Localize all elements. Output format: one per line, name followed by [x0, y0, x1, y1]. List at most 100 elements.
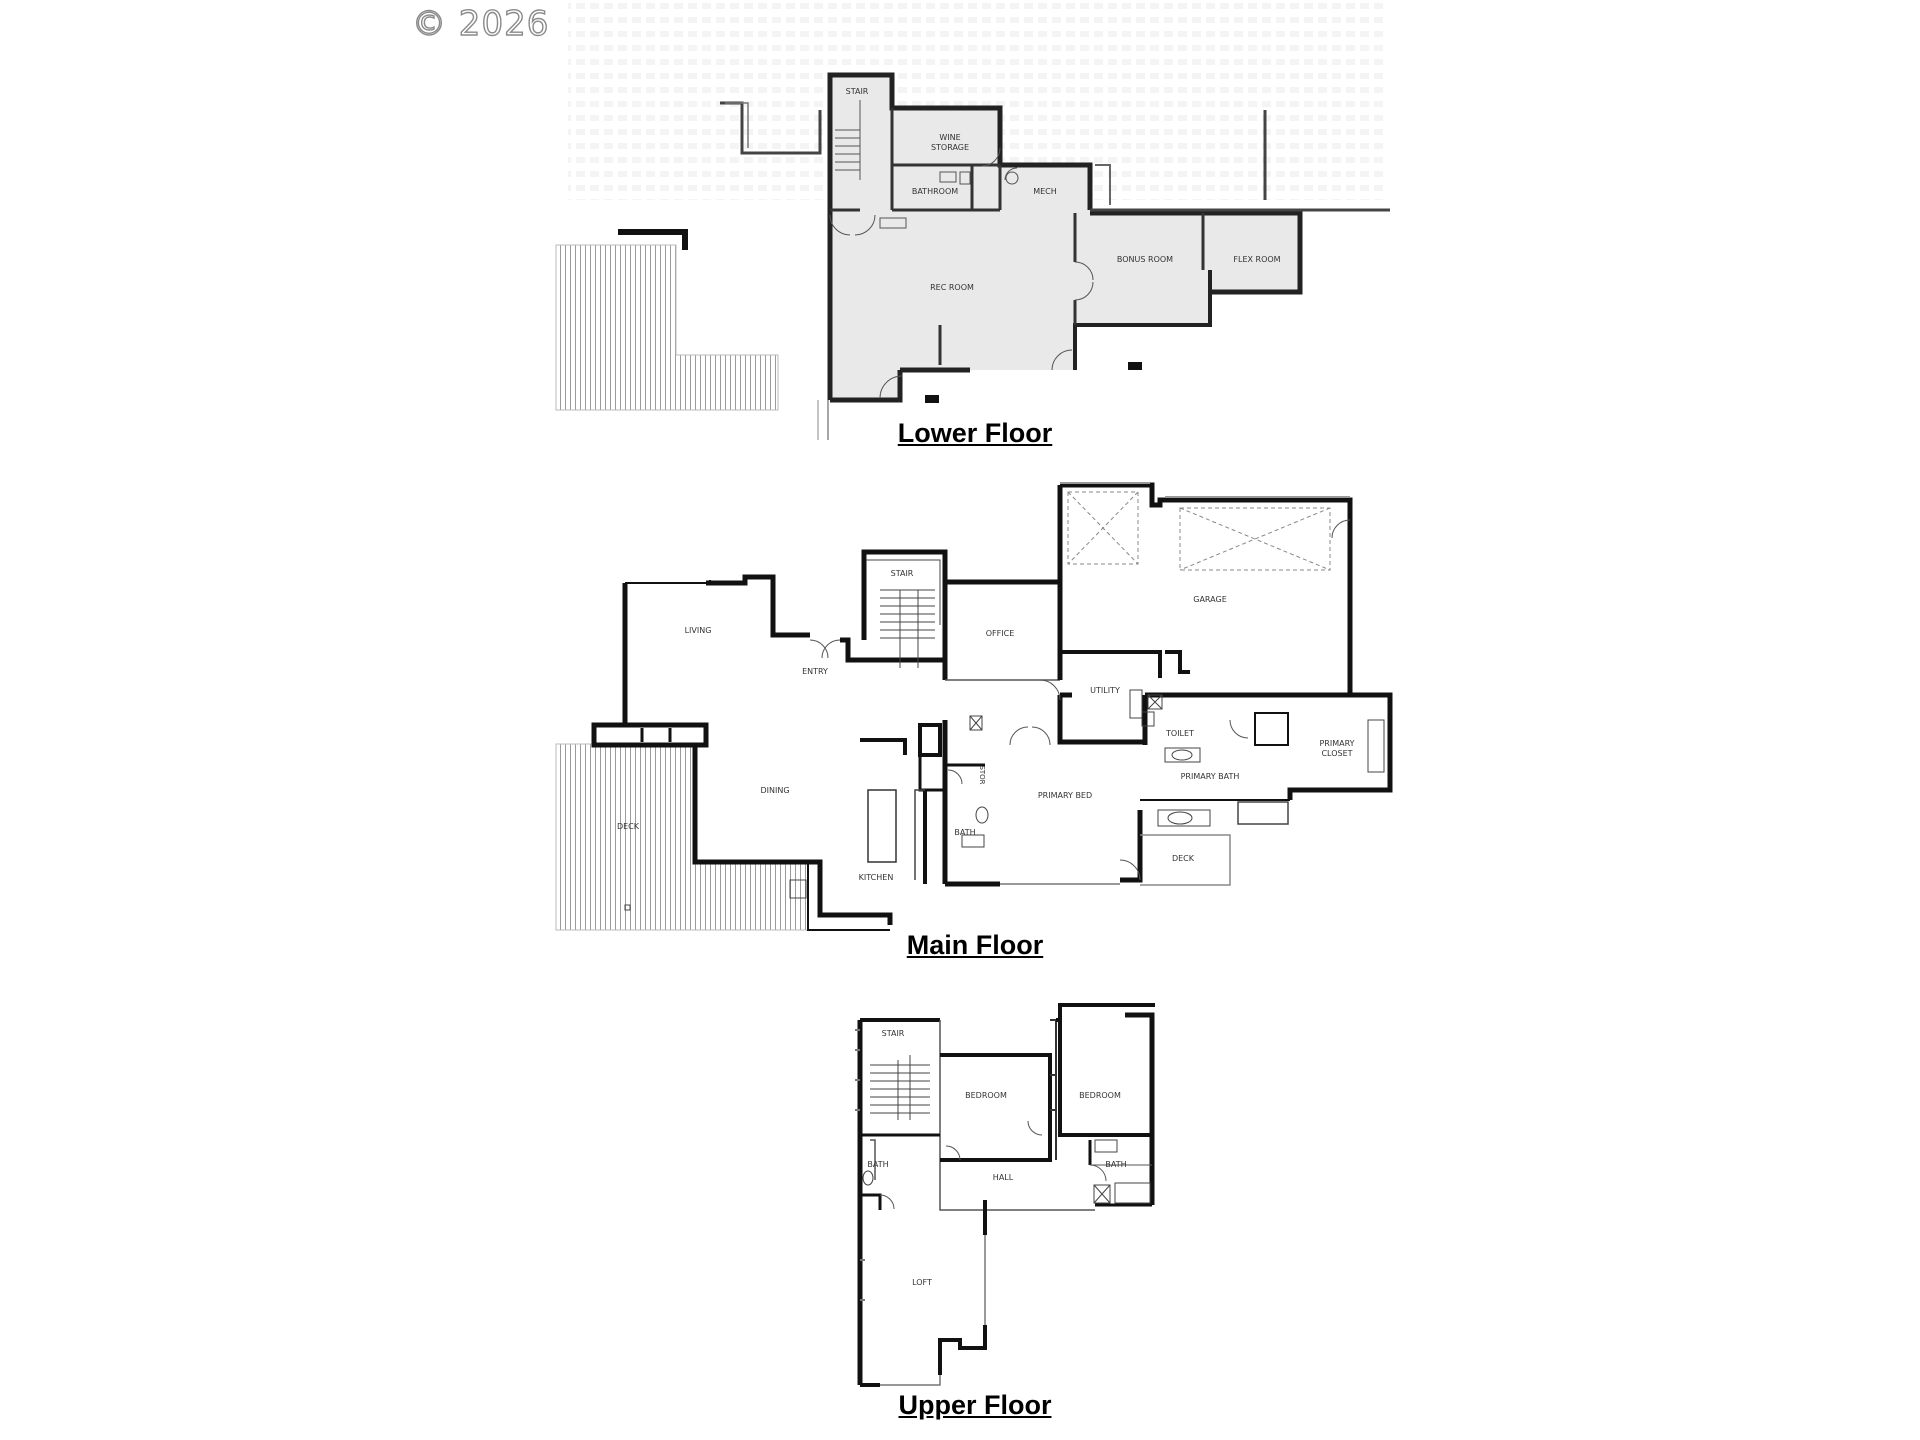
upper-floor-plan: STAIR BEDROOM BEDROOM BATH BATH HALL LOF…: [855, 1003, 1155, 1387]
toilet-label: TOILET: [1165, 729, 1194, 738]
door-swing: [1089, 1164, 1107, 1182]
linen-box: [1093, 1184, 1111, 1204]
main-wall: [860, 738, 907, 755]
lower-bathroom-label: BATHROOM: [912, 187, 958, 196]
upper-window-mark: [855, 1029, 860, 1111]
utility-label: UTILITY: [1090, 686, 1120, 695]
retaining-wall: [725, 102, 749, 148]
lower-floor-plan: STAIR WINE STORAGE BATHROOM MECH REC ROO…: [555, 0, 1390, 440]
lower-wall: [827, 72, 1093, 400]
living-label: LIVING: [685, 626, 712, 635]
bathtub-fixture: [1114, 1182, 1151, 1204]
loft-label: LOFT: [912, 1278, 932, 1287]
bath-vanity: [961, 834, 985, 848]
kitchen-counter: [914, 789, 925, 880]
washer-dryer: [1129, 689, 1143, 719]
primary-closet-label: CLOSET: [1321, 749, 1352, 758]
main-deck-left: [555, 743, 809, 931]
upper-bath-right-label: BATH: [1105, 1160, 1126, 1169]
main-wall: [860, 912, 893, 925]
toilet-fixture: [959, 171, 971, 185]
door-swing: [879, 1194, 895, 1210]
vanity-fixture: [1164, 747, 1201, 763]
utility-box: [1147, 694, 1163, 710]
bonus-room-label: BONUS ROOM: [1117, 255, 1173, 264]
grill-fixture: [789, 879, 807, 899]
main-floor-title: Main Floor: [906, 930, 1044, 960]
shower-enclosure: [1254, 712, 1289, 746]
upper-wall: [1058, 1003, 1155, 1020]
main-wall: [840, 637, 945, 663]
lower-wall: [1073, 270, 1212, 370]
upper-wall: [860, 1259, 865, 1301]
bedroom-right-label: BEDROOM: [1079, 1091, 1121, 1100]
pantry-box: [918, 723, 942, 757]
copyright-watermark: © 2026: [411, 3, 550, 44]
upper-wall: [938, 1325, 987, 1375]
lower-deck: [555, 244, 779, 411]
door-swing: [945, 1145, 961, 1161]
utility-box: [1147, 694, 1163, 710]
lower-wall: [830, 370, 903, 403]
exterior-pad: [1128, 362, 1142, 370]
main-stair-treads: [880, 589, 935, 668]
door-swing: [1074, 261, 1094, 281]
upper-stair-treads: [870, 1055, 930, 1120]
lower-stair-label: STAIR: [846, 87, 869, 96]
main-wall: [625, 580, 711, 584]
deck-post: [624, 904, 631, 911]
stor-box: [969, 715, 983, 731]
toilet-fixture: [862, 1170, 874, 1186]
toilet-fixture: [1141, 711, 1155, 727]
main-stair-label: STAIR: [891, 569, 914, 578]
sink-fixture: [1167, 811, 1193, 825]
closet-island: [1367, 719, 1385, 773]
upper-wall: [1125, 1012, 1155, 1205]
upper-wall: [860, 1193, 882, 1210]
sink-fixture: [1171, 749, 1193, 761]
upper-wall: [870, 1139, 876, 1180]
main-stair-outline: [866, 559, 941, 625]
lower-floor-title: Lower Floor: [897, 418, 1053, 448]
main-deck-right-label: DECK: [1172, 854, 1195, 863]
mech-label: MECH: [1033, 187, 1057, 196]
main-wall: [1165, 650, 1190, 674]
main-wall: [706, 574, 810, 638]
fireplace-wall: [591, 722, 709, 748]
door-swing: [809, 639, 829, 659]
door-swing: [1229, 719, 1249, 739]
vanity-fixture: [1157, 809, 1211, 827]
door-swing: [1074, 281, 1094, 301]
lower-floor-interior: [830, 75, 1300, 400]
garage-wall: [1060, 482, 1353, 695]
main-wall: [807, 862, 890, 931]
door-swing: [1119, 859, 1141, 881]
wine-storage-label: STORAGE: [931, 143, 969, 152]
door-swing: [1031, 726, 1051, 746]
vanity-fixture: [1094, 1139, 1118, 1153]
water-heater: [1005, 171, 1019, 185]
upper-bath-left-label: BATH: [867, 1160, 888, 1169]
door-swing: [1027, 1120, 1043, 1136]
garage-door-line: [1060, 482, 1350, 498]
hall-label: HALL: [993, 1173, 1014, 1182]
deck-right-rail: [1140, 834, 1231, 886]
upper-stair-label: STAIR: [882, 1029, 905, 1038]
upper-wall: [940, 1053, 1052, 1162]
door-swing: [829, 214, 851, 236]
fireplace-wall: [640, 728, 672, 742]
door-swing: [1039, 679, 1061, 701]
primary-bath-label: PRIMARY BATH: [1181, 772, 1240, 781]
main-bath-label: BATH: [954, 828, 975, 837]
door-swing: [1004, 167, 1018, 181]
door-swing: [854, 214, 876, 236]
door-swing: [879, 375, 903, 399]
deck-wall: [618, 229, 688, 250]
stor-label: STOR: [978, 765, 986, 784]
garage-parking-marks: [1067, 491, 1331, 571]
stor-box: [969, 715, 983, 731]
terrace-wall: [1095, 164, 1111, 205]
door-swing: [1051, 349, 1073, 371]
